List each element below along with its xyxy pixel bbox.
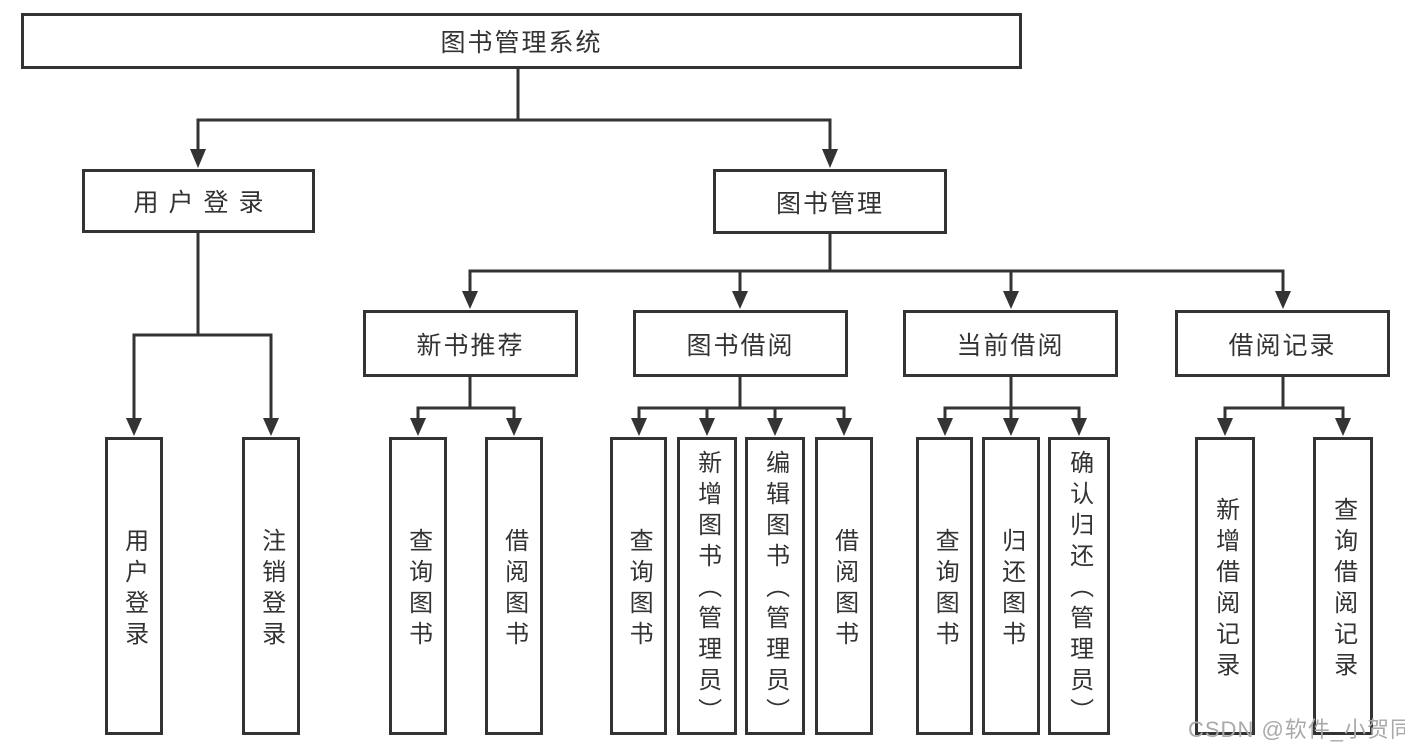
node-label: 新增借阅记录 [1211, 496, 1239, 683]
node-label: 用户登录 [120, 527, 148, 652]
node-current-borrowing: 当前借阅 [903, 310, 1118, 377]
node-label: 新增图书（管理员） [693, 450, 721, 729]
leaf-logout: 注销登录 [242, 437, 300, 735]
node-label: 用户登录 [133, 189, 274, 217]
leaf-user-login: 用户登录 [105, 437, 163, 735]
node-label: 图书借阅 [686, 331, 795, 360]
node-label: 查询图书 [404, 527, 432, 652]
leaf-query-books-current: 查询图书 [916, 437, 973, 735]
leaf-confirm-return-admin: 确认归还（管理员） [1048, 437, 1110, 735]
leaf-query-books-borrowing: 查询图书 [610, 437, 667, 735]
leaf-borrow-books-recommend: 借阅图书 [485, 437, 543, 735]
node-label: 借阅图书 [500, 527, 528, 652]
node-label: 借阅图书 [830, 527, 858, 652]
leaf-return-books: 归还图书 [982, 437, 1040, 735]
node-label: 查询图书 [931, 527, 959, 652]
node-label: 编辑图书（管理员） [761, 450, 789, 729]
node-label: 当前借阅 [956, 331, 1065, 360]
arrowheads [126, 149, 1351, 436]
leaf-add-book-admin: 新增图书（管理员） [677, 437, 737, 735]
node-label: 确认归还（管理员） [1065, 450, 1093, 729]
node-label: 图书管理 [775, 189, 884, 218]
node-label: 新书推荐 [416, 331, 525, 360]
node-label: 图书管理系统 [440, 29, 603, 57]
node-library-system: 图书管理系统 [21, 13, 1022, 69]
leaf-edit-book-admin: 编辑图书（管理员） [745, 437, 805, 735]
node-label: 注销登录 [257, 527, 285, 652]
node-label: 查询借阅记录 [1329, 496, 1357, 683]
csdn-watermark: CSDN @软件_小贺同学 [1188, 717, 1405, 742]
node-label: 借阅记录 [1228, 331, 1337, 360]
leaf-query-books-recommend: 查询图书 [389, 437, 447, 735]
node-borrowing-records: 借阅记录 [1175, 310, 1390, 377]
node-user-login: 用户登录 [82, 169, 315, 233]
leaf-query-borrow-record: 查询借阅记录 [1313, 437, 1373, 735]
node-label: 归还图书 [997, 527, 1025, 652]
node-label: 查询图书 [625, 527, 653, 652]
leaf-add-borrow-record: 新增借阅记录 [1195, 437, 1255, 735]
node-book-management: 图书管理 [713, 169, 947, 234]
node-new-book-recommend: 新书推荐 [363, 310, 578, 377]
leaf-borrow-books: 借阅图书 [815, 437, 873, 735]
node-book-borrowing: 图书借阅 [633, 310, 848, 377]
